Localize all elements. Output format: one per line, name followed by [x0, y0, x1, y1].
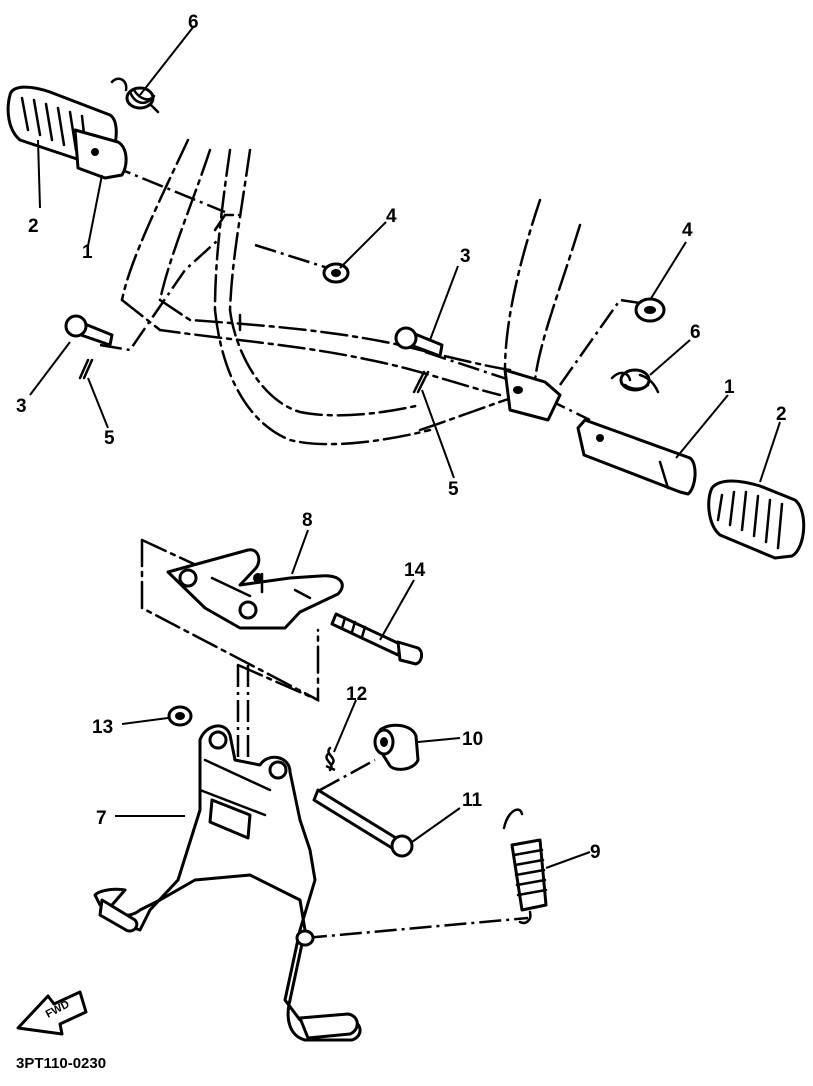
cotter-pin-5-left — [78, 358, 94, 380]
cotter-pin-5-right — [412, 370, 430, 394]
bushing-10 — [373, 723, 420, 771]
footrest-rubber-2-right — [707, 479, 806, 560]
callout-4-right: 4 — [682, 220, 693, 241]
callout-1-right: 1 — [724, 377, 735, 398]
assembly-lines — [99, 163, 641, 940]
callout-9: 9 — [590, 842, 601, 863]
callout-7: 7 — [96, 808, 107, 829]
callout-5-left: 5 — [104, 428, 115, 449]
callout-13: 13 — [92, 717, 113, 738]
callout-14: 14 — [404, 560, 426, 581]
diagram-code: 3PT110-0230 — [16, 1055, 106, 1072]
washer-4-upper — [322, 262, 350, 284]
clip-12 — [325, 746, 335, 772]
washer-13 — [167, 705, 193, 727]
callout-4-upper: 4 — [386, 206, 397, 227]
spring-6-right — [610, 368, 660, 394]
main-stand-7 — [93, 724, 362, 1042]
callout-2-right: 2 — [776, 404, 787, 425]
callout-8: 8 — [302, 510, 313, 531]
callout-numbers: 6 2 1 4 3 3 5 5 4 6 1 2 8 14 13 12 10 7 … — [16, 12, 787, 863]
stand-bracket-8 — [166, 548, 344, 630]
forward-direction-arrow: FWD — [16, 990, 88, 1036]
callout-10: 10 — [462, 729, 483, 750]
motorcycle-frame-outline — [120, 138, 582, 446]
callout-2-left: 2 — [28, 216, 39, 237]
spring-6-left — [110, 77, 160, 114]
callout-6-left: 6 — [188, 12, 199, 33]
bolt-14 — [330, 612, 424, 666]
footrest-bracket-1-left — [73, 128, 128, 180]
spring-9 — [502, 808, 548, 925]
callout-12: 12 — [346, 684, 367, 705]
callout-5-right: 5 — [448, 479, 459, 500]
callout-3-right: 3 — [460, 246, 471, 267]
callout-11: 11 — [462, 790, 483, 811]
pin-11 — [312, 788, 414, 858]
callout-6-right: 6 — [690, 322, 701, 343]
pin-3-right — [394, 326, 444, 358]
callout-3-left: 3 — [16, 396, 27, 417]
frame-footrest-mount-right — [503, 368, 562, 422]
footrest-bracket-1-right — [576, 418, 697, 496]
pin-3-left — [64, 314, 114, 347]
callout-1-left: 1 — [82, 242, 93, 263]
washer-4-right — [634, 297, 666, 323]
callout-leader-lines — [29, 25, 781, 869]
